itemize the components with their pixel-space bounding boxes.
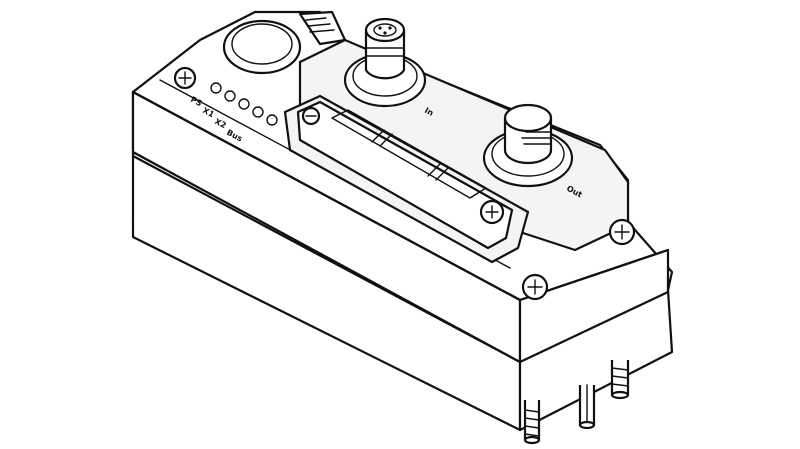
housing-clip: [298, 10, 347, 46]
status-dome: [222, 19, 302, 75]
screw-front-right: [521, 273, 549, 301]
led-indicators: [210, 82, 278, 126]
output-connector: [482, 103, 574, 188]
screw-top-left: [173, 66, 197, 90]
label-holder: [283, 94, 530, 264]
port-label-in: In: [423, 106, 435, 118]
mounting-pins: [523, 360, 630, 445]
input-connector: [343, 17, 427, 108]
screw-end: [608, 218, 636, 246]
base-housing: [131, 150, 674, 432]
